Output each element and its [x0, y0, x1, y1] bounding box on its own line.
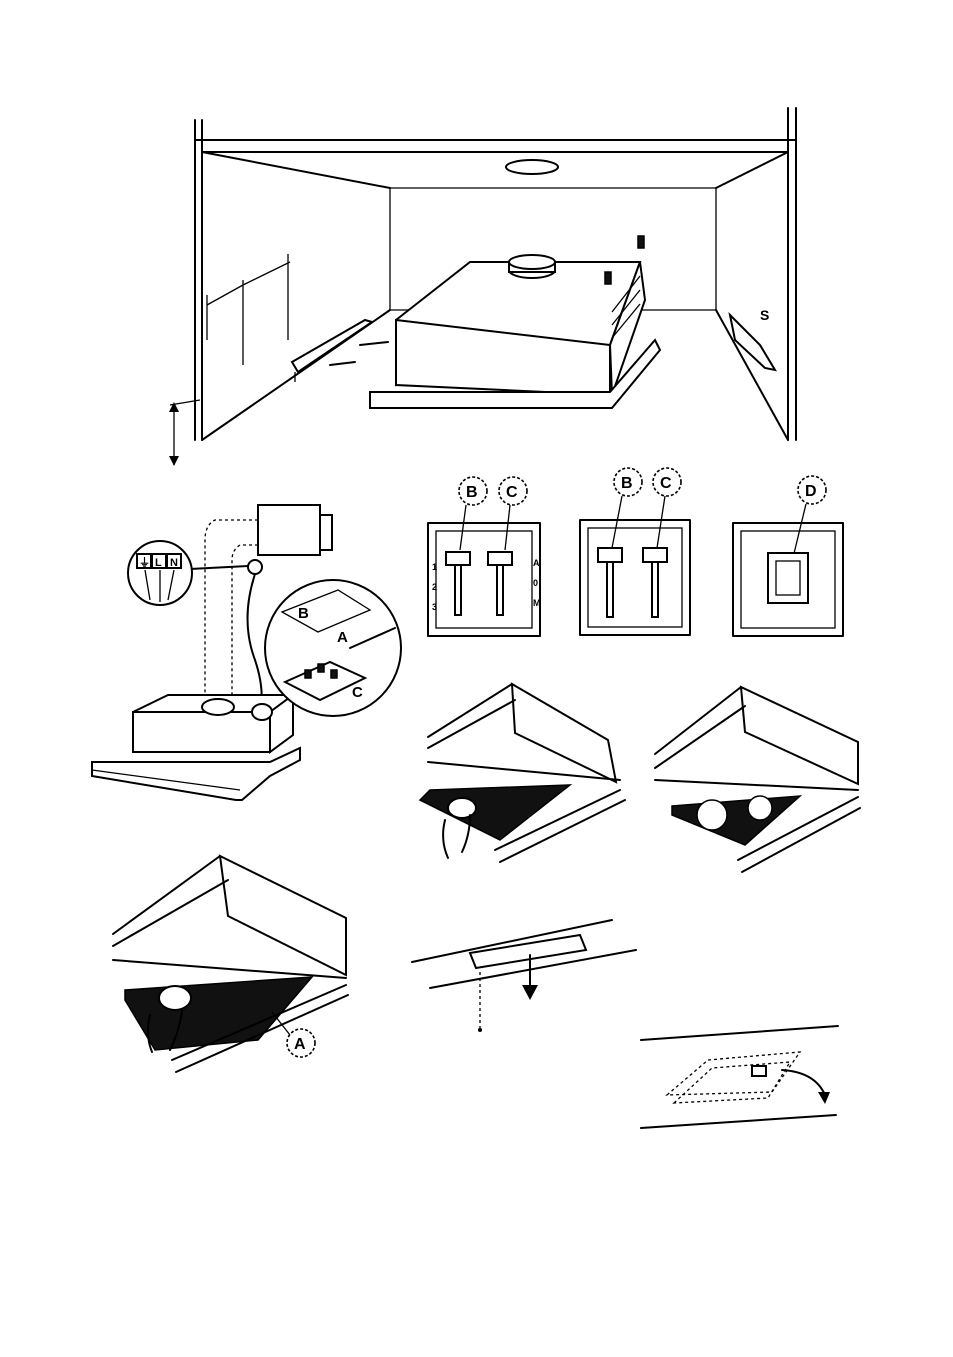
panel1-mark-3: 3 [432, 602, 437, 612]
callout-a-label: A [337, 629, 348, 646]
panel3-label-d: D [805, 483, 817, 500]
callout-c-label: C [352, 684, 363, 701]
lamp-replacement-view [641, 1026, 838, 1128]
panel2-label-c: C [660, 475, 672, 492]
lamp-cover-view [412, 920, 636, 1032]
panel1-mark-0: 0 [533, 578, 538, 588]
wiring-view: ⏚ L N B A C [92, 505, 401, 800]
fan-view [655, 687, 860, 872]
installation-view: S [169, 108, 796, 466]
terminal-neutral-label: N [170, 557, 178, 569]
filter-label-a: A [294, 1036, 306, 1053]
panel1-mark-a: A [533, 558, 540, 568]
terminal-earth-label: ⏚ [139, 556, 150, 569]
panel1-label-c: C [506, 484, 518, 501]
switch-panel-3: D [733, 476, 843, 636]
switch-panel-2: B C [580, 468, 690, 635]
panel1-mark-2: 2 [432, 582, 437, 592]
switch-panel-1: B C 1 2 3 A 0 M [428, 477, 541, 636]
side-rail-label: S [760, 307, 769, 323]
filter-removal-view-2: A [113, 856, 348, 1072]
filter-removal-view-1 [420, 684, 625, 862]
panel1-mark-1: 1 [432, 562, 437, 572]
panel1-label-b: B [466, 484, 478, 501]
panel1-mark-m: M [533, 598, 541, 608]
callout-b-label: B [298, 605, 309, 622]
panel2-label-b: B [621, 475, 633, 492]
terminal-live-label: L [155, 557, 162, 569]
